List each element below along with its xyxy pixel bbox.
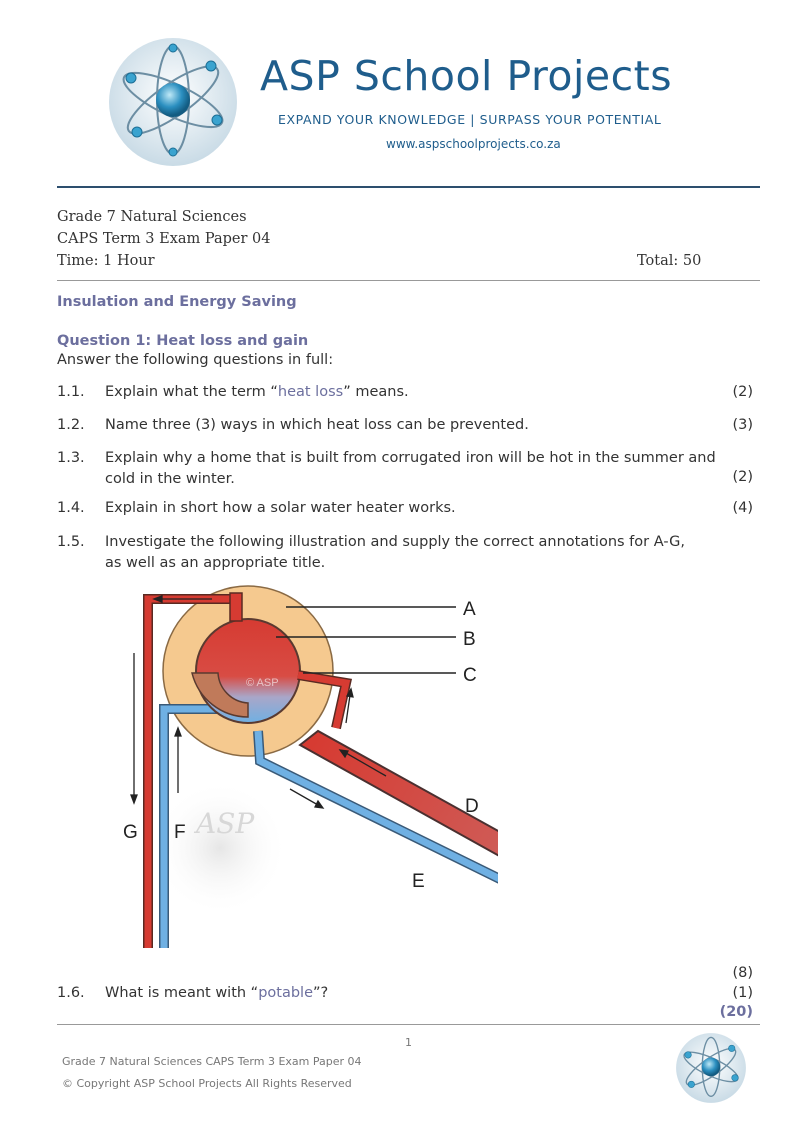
paper-subject: Grade 7 Natural Sciences xyxy=(57,209,247,225)
solar-collector-panel xyxy=(298,729,498,857)
item-text-pre: What is meant with “ xyxy=(105,985,259,1001)
item-text-post: ” means. xyxy=(343,384,409,400)
item-number: 1.3. xyxy=(57,450,85,466)
question-total-marks: (20) xyxy=(719,1004,753,1020)
item-text-post: ”? xyxy=(313,985,329,1001)
item-text: What is meant with “potable”? xyxy=(105,983,605,1004)
question-intro: Answer the following questions in full: xyxy=(57,352,334,368)
highlight-term: heat loss xyxy=(277,384,344,400)
item-text: Explain why a home that is built from co… xyxy=(105,450,716,487)
item-marks: (8) xyxy=(732,965,753,981)
panel-hot-return-pipe xyxy=(297,671,351,729)
item-marks: (2) xyxy=(732,469,753,485)
item-text: Explain what the term “heat loss” means. xyxy=(105,382,705,403)
header-divider xyxy=(57,186,760,188)
label-a: A xyxy=(463,599,476,620)
brand-title: ASP School Projects xyxy=(260,52,673,100)
question-title: Question 1: Heat loss and gain xyxy=(57,333,309,349)
label-g: G xyxy=(123,822,138,843)
item-marks: (3) xyxy=(732,417,753,433)
footer-copyright: © Copyright ASP School Projects All Righ… xyxy=(62,1077,352,1090)
label-e: E xyxy=(412,871,425,892)
item-text: Explain in short how a solar water heate… xyxy=(105,500,456,516)
cold-water-inlet-pipe xyxy=(160,705,218,948)
label-f: F xyxy=(174,822,186,843)
paper-title: CAPS Term 3 Exam Paper 04 xyxy=(57,231,271,247)
asp-atom-logo-small xyxy=(676,1033,746,1103)
tank-outlet-nozzle xyxy=(229,592,243,622)
watermark-text-large: ASP xyxy=(193,807,255,840)
label-b: B xyxy=(463,629,476,650)
brand-website: www.aspschoolprojects.co.za xyxy=(386,137,561,151)
asp-atom-logo xyxy=(109,38,237,166)
watermark-glow xyxy=(152,780,288,916)
item-text-pre: Explain what the term “ xyxy=(105,384,278,400)
item-number: 1.4. xyxy=(57,500,85,516)
label-c: C xyxy=(463,665,477,686)
item-text: Investigate the following illustration a… xyxy=(105,534,685,571)
section-title: Insulation and Energy Saving xyxy=(57,294,297,310)
item-number: 1.1. xyxy=(57,384,85,400)
item-number: 1.6. xyxy=(57,985,85,1001)
label-d: D xyxy=(465,796,479,817)
solar-water-heater-diagram: © ASP ASP A B C D E G F xyxy=(123,585,498,948)
item-number: 1.5. xyxy=(57,534,85,550)
page-number: 1 xyxy=(405,1036,412,1049)
paper-time: Time: 1 Hour xyxy=(57,253,155,269)
brand-tagline: EXPAND YOUR KNOWLEDGE | SURPASS YOUR POT… xyxy=(278,112,662,127)
item-marks: (1) xyxy=(732,985,753,1001)
panel-cold-feed-pipe xyxy=(254,730,498,882)
footer-paper-title: Grade 7 Natural Sciences CAPS Term 3 Exa… xyxy=(62,1055,362,1068)
watermark-text-small: © ASP xyxy=(246,677,279,689)
item-marks: (4) xyxy=(732,500,753,516)
item-marks: (2) xyxy=(732,384,753,400)
item-number: 1.2. xyxy=(57,417,85,433)
item-text: Name three (3) ways in which heat loss c… xyxy=(105,417,529,433)
highlight-term: potable xyxy=(258,985,314,1001)
footer-divider xyxy=(57,1024,760,1025)
reflector-shell xyxy=(191,672,249,718)
info-divider xyxy=(57,280,760,281)
paper-total: Total: 50 xyxy=(637,253,702,269)
